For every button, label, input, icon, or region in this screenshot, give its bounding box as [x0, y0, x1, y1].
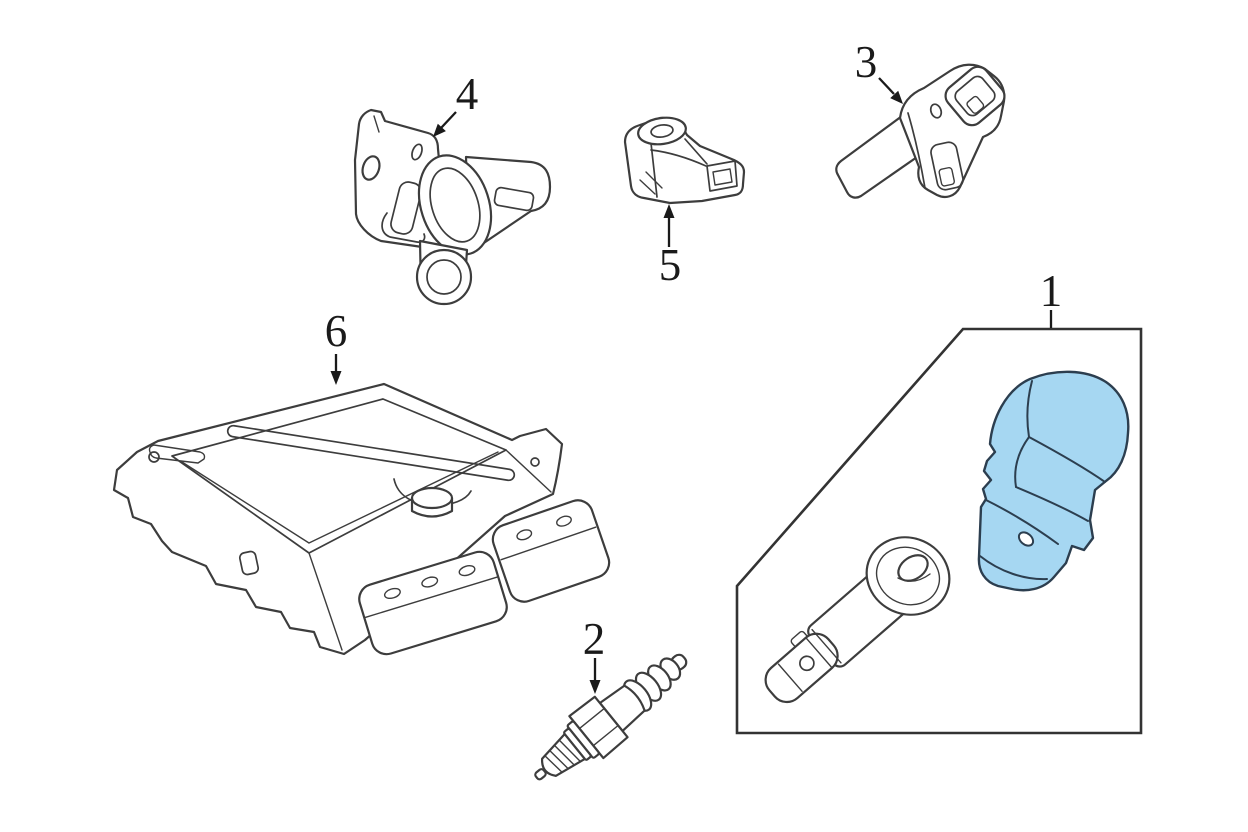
ecu-rib-slot — [226, 424, 516, 482]
callout-label-5[interactable]: 5 — [659, 240, 682, 290]
spark-plug-thread-lines — [543, 739, 581, 773]
ecu-screw-hole-left — [148, 451, 160, 463]
callout-box — [735, 327, 1143, 735]
boot-disc-lip — [897, 573, 931, 582]
boot-detent — [799, 655, 815, 672]
arrowhead-6 — [330, 371, 342, 385]
ecu-right-edge — [505, 449, 552, 493]
cam-sensor-flange-inner — [429, 167, 481, 243]
knock-sensor-ring — [637, 116, 687, 146]
callout-label-4[interactable]: 4 — [456, 69, 479, 119]
ignition-coil-body — [977, 370, 1130, 592]
ecu-connector-left — [358, 550, 508, 656]
part-crankshaft-position-sensor[interactable] — [835, 62, 1009, 199]
knock-sensor-ring-hole — [650, 124, 674, 138]
connector-left-shell — [358, 550, 508, 656]
coil-divider-right — [1028, 436, 1106, 483]
knock-sensor-connector-inner — [712, 168, 733, 186]
ecu-connector-right — [491, 499, 611, 603]
callouts: 1 2 3 4 5 6 — [325, 37, 1063, 694]
connector-left-edge — [364, 576, 498, 619]
part-knock-sensor[interactable] — [623, 115, 746, 205]
callout-label-2[interactable]: 2 — [583, 614, 606, 664]
cam-sensor-window — [390, 181, 422, 235]
boot-disc-hole — [897, 554, 929, 582]
ecu-front-edge — [308, 552, 343, 651]
crank-sensor-connector-notch — [966, 95, 985, 114]
knock-sensor-connector — [706, 160, 738, 192]
cam-sensor-hook — [381, 212, 426, 243]
coil-crease — [1026, 380, 1033, 438]
connector-pin — [458, 565, 476, 577]
knock-sensor-ridge — [639, 179, 656, 195]
cam-sensor-bolt-hole — [361, 155, 381, 181]
boot-ring — [805, 628, 842, 668]
ecu-hinge-bracket — [148, 444, 206, 464]
callout-label-6[interactable]: 6 — [325, 306, 348, 356]
arrowhead-3 — [890, 90, 903, 104]
part-ignition-coil-kit[interactable] — [735, 327, 1143, 735]
cam-sensor-flange — [417, 154, 493, 256]
cam-sensor-boss-hole — [426, 259, 462, 295]
connector-right-edge — [500, 526, 597, 561]
boot-ring — [777, 663, 803, 693]
cam-sensor-boss — [415, 248, 473, 306]
ecu-screw-hole-right — [530, 457, 540, 467]
cam-sensor-barrel-slot — [493, 186, 535, 212]
spark-plug-electrode — [534, 768, 547, 781]
knock-sensor-crease — [650, 142, 658, 198]
knock-sensor-top-facet — [650, 149, 707, 167]
part-spark-plug[interactable] — [520, 637, 702, 799]
arrowhead-5 — [663, 204, 675, 218]
connector-pin — [383, 587, 401, 600]
arrowhead-2 — [589, 680, 601, 694]
leader-line-3 — [878, 77, 895, 95]
ecu-top-rim — [181, 451, 499, 544]
spark-plug-hex-facet — [578, 707, 619, 747]
connector-pin — [556, 515, 572, 527]
callout-label-3[interactable]: 3 — [855, 37, 878, 87]
crank-sensor-lower-notch — [938, 166, 956, 187]
spark-plug-hex — [568, 695, 629, 760]
cam-sensor-plate-notch — [373, 115, 380, 133]
coil-divider-left — [1014, 436, 1030, 488]
crank-sensor-crease — [907, 112, 926, 189]
connector-pin — [516, 529, 533, 541]
part-camshaft-position-sensor[interactable] — [353, 108, 552, 306]
ecu-cap-top — [410, 486, 454, 510]
crank-sensor-lower-panel — [930, 141, 964, 191]
cam-sensor-slot-hole — [411, 143, 423, 161]
connector-right-shell — [491, 499, 611, 603]
knock-sensor-edge — [684, 138, 708, 165]
coil-boot-bottom-cap — [979, 555, 1048, 581]
crank-sensor-connector-inner — [954, 75, 996, 117]
callout-label-1[interactable]: 1 — [1040, 266, 1063, 316]
coil-band-edge — [1015, 486, 1089, 522]
crank-sensor-dot — [929, 103, 943, 119]
coil-boot-top-edge — [985, 499, 1059, 545]
ecu-front-slot — [238, 550, 260, 576]
knock-sensor-ridge — [645, 171, 663, 189]
leader-line-4 — [440, 111, 457, 129]
part-engine-control-module[interactable] — [112, 382, 613, 658]
connector-pin — [421, 576, 439, 588]
arrowhead-4 — [433, 123, 446, 137]
coil-mount-hole — [1017, 531, 1035, 547]
boot-disc-inner — [875, 546, 941, 606]
spark-plug-insulator — [598, 684, 646, 733]
